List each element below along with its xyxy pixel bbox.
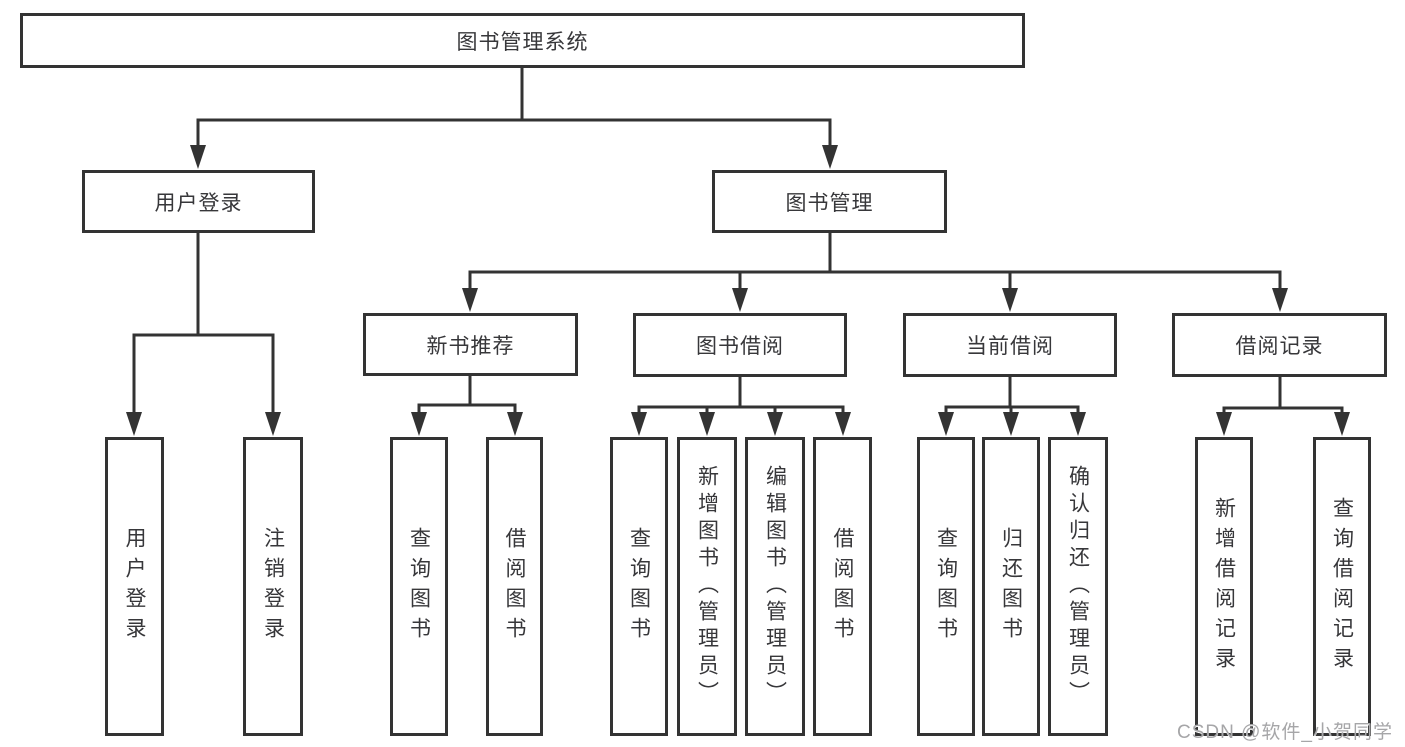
leaf-current-query-books: 查询图书 [917,437,975,736]
leaf-add-books-admin-label: 新增图书（管理员） [695,465,719,708]
node-new-book-recommend-label: 新书推荐 [426,334,515,358]
node-root-label: 图书管理系统 [456,30,589,54]
leaf-borrow-query-books: 查询图书 [610,437,668,736]
leaf-query-borrow-record-label: 查询借阅记录 [1330,496,1354,677]
leaf-borrow-query-books-label: 查询图书 [627,526,651,647]
node-borrow-records-label: 借阅记录 [1235,335,1324,358]
node-current-borrow-label: 当前借阅 [966,335,1054,358]
leaf-confirm-return-admin: 确认归还（管理员） [1048,437,1108,736]
leaf-add-books-admin: 新增图书（管理员） [677,437,737,736]
leaf-return-books: 归还图书 [982,437,1040,736]
node-root: 图书管理系统 [20,13,1025,68]
leaf-add-borrow-record: 新增借阅记录 [1195,437,1253,736]
leaf-newbooks-borrow-books-label: 借阅图书 [503,526,526,647]
node-book-management-label: 图书管理 [785,191,874,215]
node-book-borrow-label: 图书借阅 [696,335,784,358]
node-new-book-recommend: 新书推荐 [363,313,578,376]
leaf-borrow-borrow-books-label: 借阅图书 [831,526,854,647]
leaf-add-borrow-record-label: 新增借阅记录 [1212,496,1236,677]
leaf-logout-label: 注销登录 [261,526,285,647]
leaf-edit-books-admin: 编辑图书（管理员） [745,437,805,736]
leaf-query-borrow-record: 查询借阅记录 [1313,437,1371,736]
node-user-login: 用户登录 [82,170,315,233]
leaf-logout: 注销登录 [243,437,303,736]
leaf-current-query-books-label: 查询图书 [934,526,958,647]
leaf-newbooks-borrow-books: 借阅图书 [486,437,543,736]
node-borrow-records: 借阅记录 [1172,313,1387,377]
csdn-watermark: CSDN @软件_小贺同学 [1177,722,1393,743]
leaf-return-books-label: 归还图书 [999,526,1023,647]
node-current-borrow: 当前借阅 [903,313,1117,377]
node-book-borrow: 图书借阅 [633,313,847,377]
leaf-edit-books-admin-label: 编辑图书（管理员） [763,465,787,708]
leaf-confirm-return-admin-label: 确认归还（管理员） [1066,465,1090,708]
leaf-borrow-borrow-books: 借阅图书 [813,437,872,736]
leaf-newbooks-query-books-label: 查询图书 [407,526,431,647]
node-user-login-label: 用户登录 [154,191,243,215]
node-book-management: 图书管理 [712,170,947,233]
leaf-user-login-label: 用户登录 [123,526,146,647]
leaf-newbooks-query-books: 查询图书 [390,437,448,736]
leaf-user-login: 用户登录 [105,437,164,736]
